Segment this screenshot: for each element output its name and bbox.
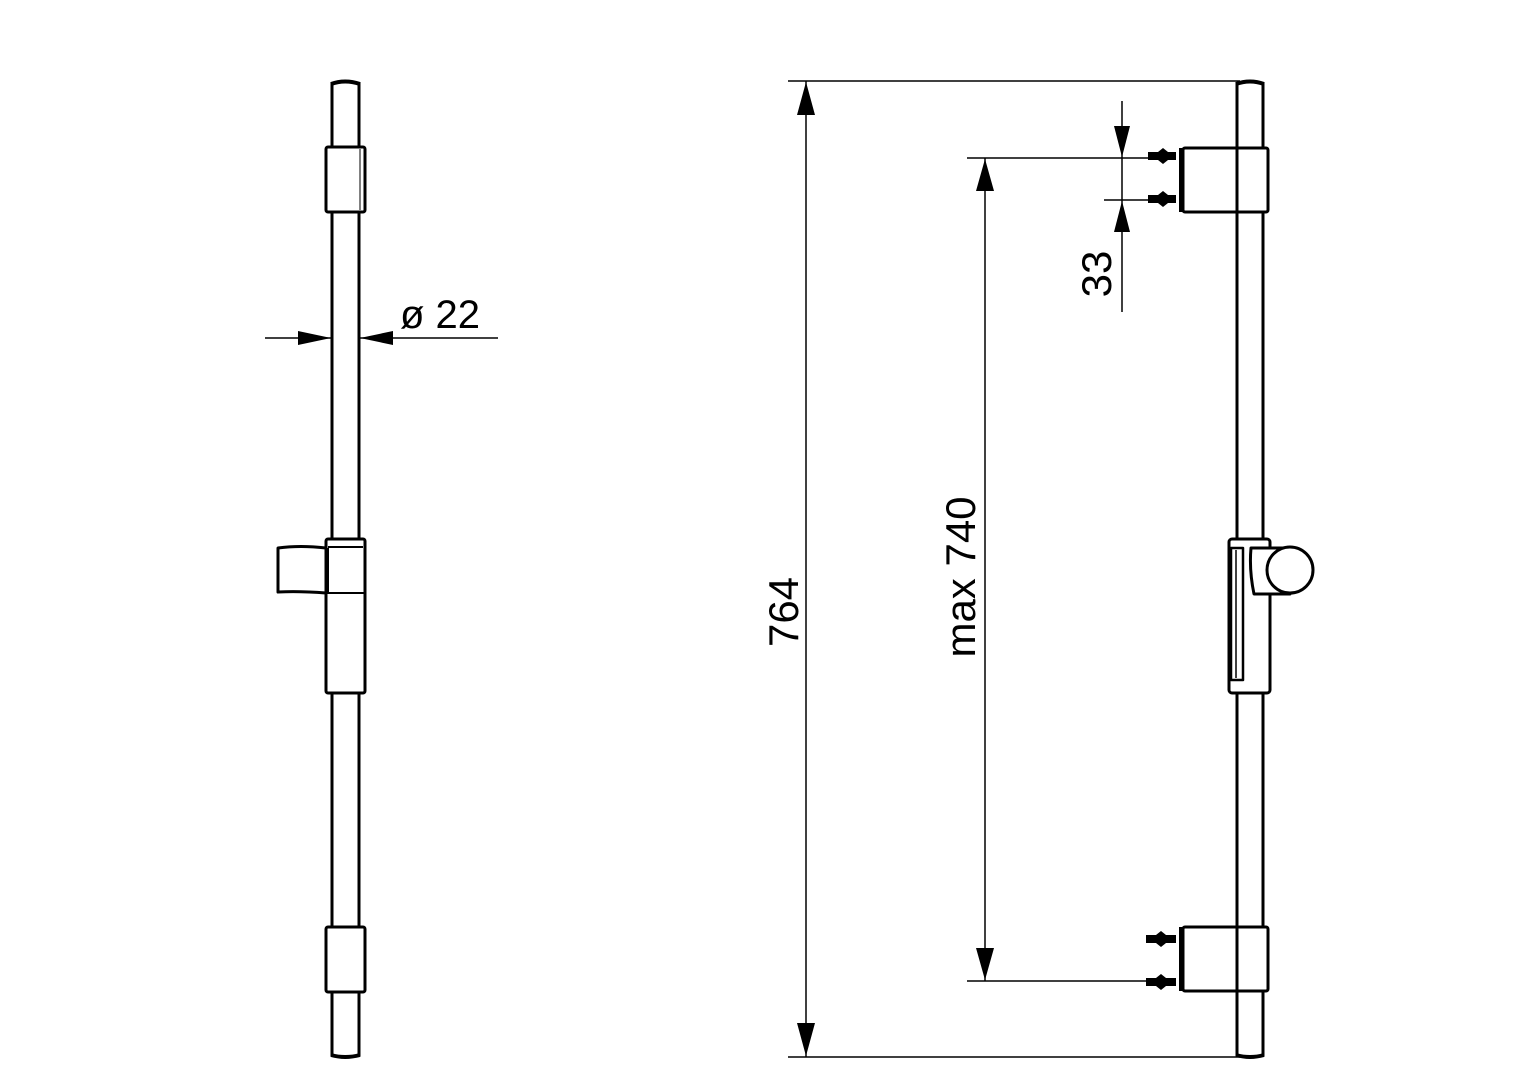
diameter-label: ø 22 xyxy=(400,293,480,337)
front-view xyxy=(1146,79,1315,1059)
arrow-down-icon xyxy=(797,1023,815,1056)
max-mounting-label: max 740 xyxy=(937,496,984,657)
top-anchor-screws xyxy=(1148,148,1176,207)
front-slider xyxy=(1227,537,1315,695)
arrow-up-icon xyxy=(797,82,815,115)
overall-height-dimension xyxy=(788,80,1240,1058)
arrow-down-icon xyxy=(1114,126,1130,157)
diameter-dimension: ø 22 xyxy=(265,293,498,345)
side-bottom-bracket xyxy=(324,925,367,994)
side-view xyxy=(276,79,367,1059)
bottom-anchor-screws xyxy=(1146,931,1176,990)
arrow-up-icon xyxy=(976,159,994,191)
arrow-down-icon xyxy=(976,948,994,980)
bracket-offset-label: 33 xyxy=(1073,251,1120,298)
front-top-bracket xyxy=(1148,146,1270,214)
bracket-offset-dimension xyxy=(1104,101,1150,312)
front-bottom-bracket xyxy=(1146,925,1270,993)
mounting-distance-dimension xyxy=(967,157,1150,982)
arrow-left-icon xyxy=(360,331,393,345)
side-top-bracket xyxy=(324,145,367,214)
holder-ring xyxy=(1265,545,1315,595)
overall-height-label: 764 xyxy=(760,577,807,647)
side-slider xyxy=(276,537,367,695)
arrow-up-icon xyxy=(1114,201,1130,232)
arrow-right-icon xyxy=(298,331,331,345)
